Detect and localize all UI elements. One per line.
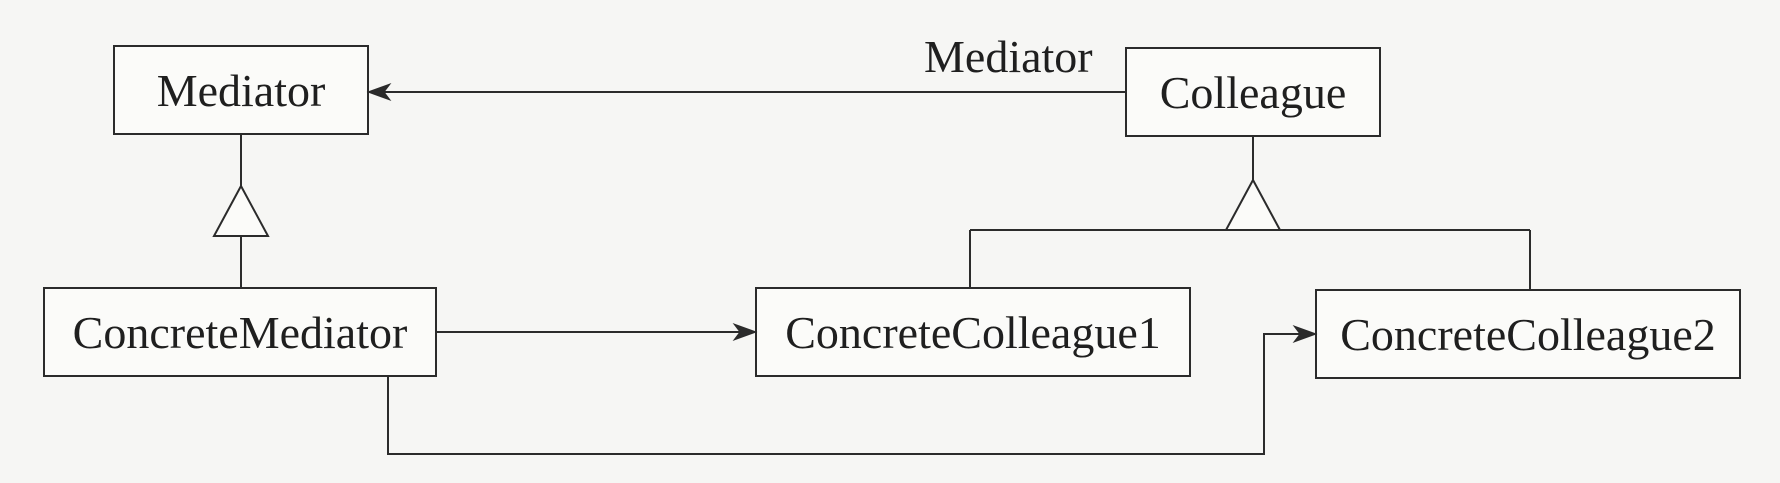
class-concrete-colleague2[interactable]: ConcreteColleague2 xyxy=(1315,289,1741,379)
generalization-concrete-colleagues xyxy=(969,136,1531,290)
inheritance-triangle-icon xyxy=(212,183,270,237)
class-concrete-colleague2-label: ConcreteColleague2 xyxy=(1340,309,1716,360)
generalization-concrete-mediator xyxy=(212,134,270,288)
class-concrete-colleague2-box xyxy=(1315,289,1741,379)
association-role-label: Mediator xyxy=(924,31,1093,82)
class-mediator[interactable]: Mediator xyxy=(113,45,369,135)
class-colleague-box xyxy=(1125,47,1381,137)
class-concrete-colleague1-label: ConcreteColleague1 xyxy=(785,307,1161,358)
association-concrete-mediator-colleague2 xyxy=(387,324,1318,455)
class-colleague[interactable]: Colleague xyxy=(1125,47,1381,137)
association-concrete-mediator-colleague2-line xyxy=(387,333,1306,455)
class-concrete-colleague1-box xyxy=(755,287,1191,377)
class-concrete-mediator-label: ConcreteMediator xyxy=(73,307,408,358)
class-colleague-label: Colleague xyxy=(1160,67,1347,118)
class-concrete-mediator[interactable]: ConcreteMediator xyxy=(43,287,437,377)
arrowhead-icon xyxy=(1292,324,1318,344)
arrowhead-icon xyxy=(366,82,392,102)
class-mediator-label: Mediator xyxy=(157,65,326,116)
class-concrete-colleague1[interactable]: ConcreteColleague1 xyxy=(755,287,1191,377)
class-mediator-box xyxy=(113,45,369,135)
association-colleague-mediator: Mediator xyxy=(366,31,1126,102)
association-concrete-mediator-colleague1 xyxy=(436,322,758,342)
inheritance-triangle-icon xyxy=(1224,177,1282,231)
arrowhead-icon xyxy=(732,322,758,342)
